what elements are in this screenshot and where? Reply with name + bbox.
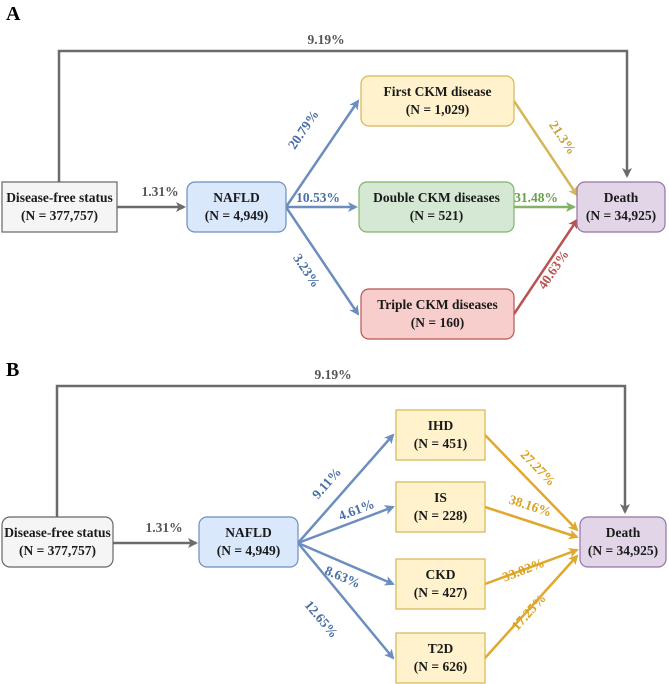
edge-a-first-death: [512, 100, 579, 197]
node-count: (N = 34,925): [588, 543, 658, 558]
node-count: (N = 377,757): [19, 543, 96, 558]
node-b-is: IS (N = 228): [395, 481, 486, 533]
node-a-triple-ckm: Triple CKM diseases (N = 160): [360, 288, 515, 340]
node-count: (N = 34,925): [586, 208, 656, 223]
node-label: NAFLD: [213, 190, 260, 205]
edge-b-t2d-death: [484, 554, 579, 659]
panel-a: A 9.19% 1.31% 20.79% 10.53% 3.23% 21.3% …: [1, 3, 666, 340]
node-label: IHD: [428, 418, 454, 433]
edge-a-nafld-first-label: 20.79%: [285, 107, 322, 152]
edge-a-disease-free-death: [57, 49, 632, 182]
node-label: T2D: [428, 641, 454, 656]
edge-b-ihd-death: [484, 434, 579, 532]
node-b-nafld: NAFLD (N = 4,949): [198, 516, 299, 568]
edge-a-nafld-double-label: 10.53%: [296, 190, 340, 205]
node-label: Death: [604, 190, 639, 205]
node-a-double-ckm: Double CKM diseases (N = 521): [358, 181, 515, 233]
edge-b-is-death: [484, 505, 579, 540]
node-a-disease-free: Disease-free status (N = 377,757): [1, 181, 118, 233]
node-count: (N = 4,949): [217, 543, 281, 558]
node-b-ihd: IHD (N = 451): [395, 409, 486, 461]
edge-a-double-death-label: 31.48%: [514, 190, 558, 205]
edge-b-disease-free-death: [55, 384, 630, 517]
node-count: (N = 1,029): [406, 102, 470, 117]
node-count: (N = 626): [414, 659, 467, 674]
node-b-disease-free: Disease-free status (N = 377,757): [1, 516, 114, 568]
node-label: Disease-free status: [4, 525, 111, 540]
edge-b-ckd-death-label: 33.02%: [500, 555, 546, 585]
edge-b-t2d-death-label: 17.25%: [508, 591, 549, 634]
node-label: Death: [606, 525, 641, 540]
edge-b-nafld-is: [297, 505, 395, 545]
edge-a-nafld-first: [284, 99, 360, 208]
node-label: First CKM disease: [384, 84, 492, 99]
node-count: (N = 427): [414, 585, 467, 600]
panel-b: B 9.19% 1.31% 9.11% 4.61% 8.63% 12.65% 2…: [1, 359, 667, 684]
node-label: NAFLD: [225, 525, 272, 540]
edge-b-nafld-ckd: [297, 541, 395, 586]
node-count: (N = 4,949): [205, 208, 269, 223]
node-count: (N = 451): [414, 436, 467, 451]
node-a-death: Death (N = 34,925): [576, 181, 666, 233]
node-label: IS: [434, 490, 447, 505]
node-label: CKD: [426, 567, 456, 582]
node-b-death: Death (N = 34,925): [579, 516, 667, 568]
node-b-ckd: CKD (N = 427): [395, 558, 486, 610]
edge-b-ihd-death-label: 27.27%: [518, 447, 559, 489]
edge-b-nafld-t2d: [297, 542, 395, 660]
edge-b-nafld-t2d-label: 12.65%: [302, 597, 342, 640]
edge-a-df-nafld-label: 1.31%: [141, 184, 178, 199]
panel-a-letter: A: [6, 3, 21, 25]
edge-b-nafld-is-label: 4.61%: [336, 496, 376, 523]
node-b-t2d: T2D (N = 626): [395, 632, 486, 684]
edge-a-first-death-label: 21.3%: [546, 118, 579, 157]
edge-b-top-label: 9.19%: [314, 367, 351, 382]
edge-a-triple-death: [512, 218, 579, 315]
edge-b-nafld-ihd: [297, 433, 395, 544]
edge-b-ckd-death: [484, 548, 579, 586]
node-count: (N = 377,757): [21, 208, 98, 223]
node-count: (N = 521): [410, 208, 463, 223]
node-label: Disease-free status: [6, 190, 113, 205]
node-a-nafld: NAFLD (N = 4,949): [186, 181, 287, 233]
edge-a-nafld-triple: [284, 206, 360, 316]
edge-a-top-label: 9.19%: [307, 32, 344, 47]
node-label: Triple CKM diseases: [377, 297, 498, 312]
node-count: (N = 160): [411, 315, 464, 330]
node-count: (N = 228): [414, 508, 467, 523]
panel-b-letter: B: [6, 359, 19, 381]
edge-b-nafld-ckd-label: 8.63%: [323, 563, 363, 591]
node-label: Double CKM diseases: [373, 190, 500, 205]
edge-b-df-nafld-label: 1.31%: [145, 520, 182, 535]
node-a-first-ckm: First CKM disease (N = 1,029): [360, 75, 515, 127]
